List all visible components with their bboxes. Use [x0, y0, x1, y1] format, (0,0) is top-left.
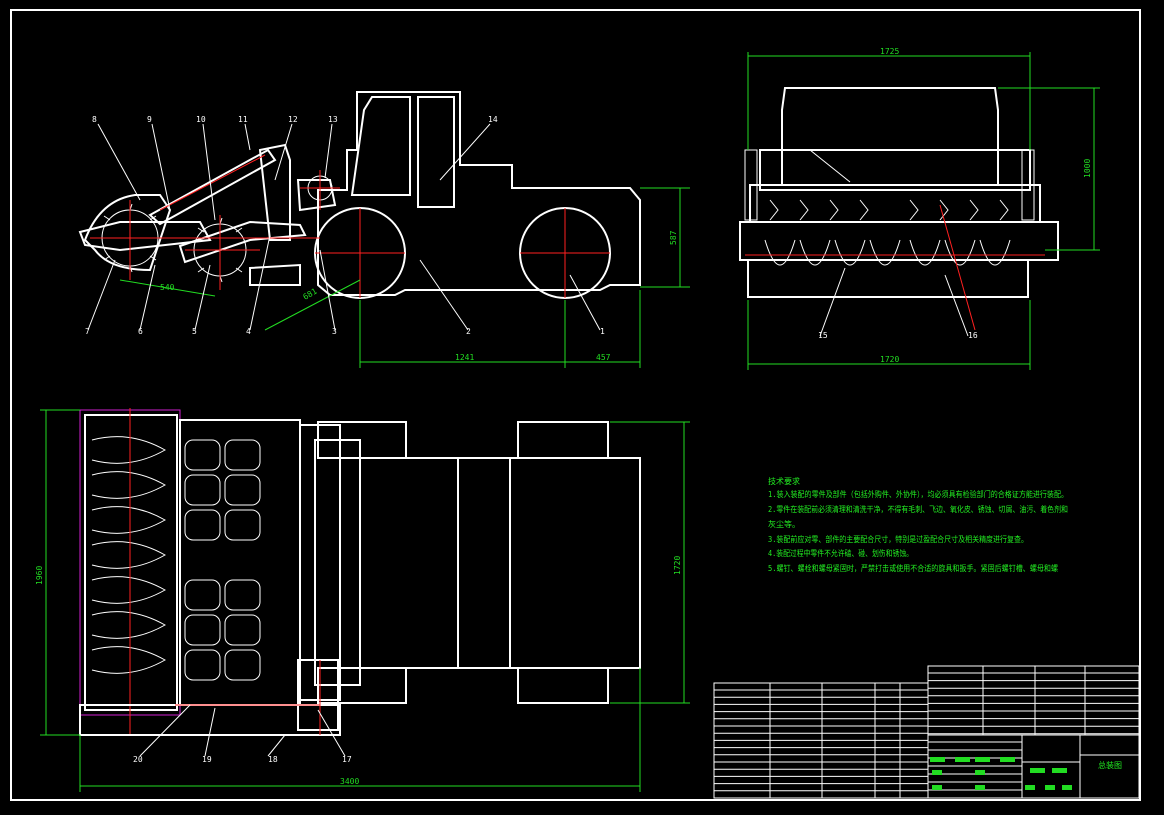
part-label-18: 18: [268, 755, 278, 764]
tech-req-line-6: 5.螺钉、螺栓和螺母紧固时，严禁打击或使用不合适的旋具和扳手。紧固后螺钉槽、螺母…: [768, 563, 1058, 573]
dim-3400: 3400: [340, 777, 359, 786]
dim-1725: 1725: [880, 47, 899, 56]
part-label-3: 3: [332, 327, 337, 336]
part-label-1: 1: [600, 327, 605, 336]
part-label-20: 20: [133, 755, 143, 764]
part-label-19: 19: [202, 755, 212, 764]
part-label-16: 16: [968, 331, 978, 340]
top-view: 17 18 19 20 1960 1720 3400: [35, 408, 690, 792]
part-label-5: 5: [192, 327, 197, 336]
part-label-9: 9: [147, 115, 152, 124]
dim-1720: 1720: [880, 355, 899, 364]
part-label-10: 10: [196, 115, 206, 124]
dim-1720-top: 1720: [673, 556, 682, 575]
part-label-12: 12: [288, 115, 298, 124]
part-label-11: 11: [238, 115, 248, 124]
part-label-13: 13: [328, 115, 338, 124]
part-label-15: 15: [818, 331, 828, 340]
dim-1960: 1960: [35, 566, 44, 585]
tech-req-line-1: 1.装入装配的零件及部件（包括外购件、外协件），均必须具有检验部门的合格证方能进…: [768, 489, 1068, 499]
part-label-14: 14: [488, 115, 498, 124]
dim-1241: 1241: [455, 353, 474, 362]
part-label-4: 4: [246, 327, 251, 336]
part-label-8: 8: [92, 115, 97, 124]
dim-457: 457: [596, 353, 611, 362]
part-label-2: 2: [466, 327, 471, 336]
drawing-name: 总装图: [1098, 760, 1122, 770]
tech-req-line-5: 4.装配过程中零件不允许磕、碰、划伤和锈蚀。: [768, 548, 913, 558]
dim-1000: 1000: [1083, 159, 1092, 178]
tech-req-line-2: 2.零件在装配前必须清理和清洗干净，不得有毛刺、飞边、氧化皮、锈蚀、切屑、油污、…: [768, 504, 1068, 514]
dim-540: 540: [160, 283, 175, 292]
title-block: 总装图: [713, 665, 1140, 799]
tech-req-line-4: 3.装配前应对零、部件的主要配合尺寸，特别是过盈配合尺寸及相关精度进行复查。: [768, 534, 1028, 544]
technical-requirements: 技术要求 1.装入装配的零件及部件（包括外购件、外协件），均必须具有检验部门的合…: [768, 476, 1068, 573]
dim-587: 587: [669, 230, 678, 245]
dim-681: 681: [302, 287, 319, 302]
drawing-border: [10, 9, 1141, 801]
front-view: 15 16 1725 1000 1720: [739, 47, 1100, 370]
tech-req-line-3: 灰尘等。: [768, 519, 800, 529]
part-label-6: 6: [138, 327, 143, 336]
part-label-17: 17: [342, 755, 352, 764]
part-label-7: 7: [85, 327, 90, 336]
side-view: 1 2 3 4 5 6 7 8 9 10 11 12 13 14 540 587…: [78, 91, 690, 368]
tech-req-title: 技术要求: [768, 476, 800, 486]
